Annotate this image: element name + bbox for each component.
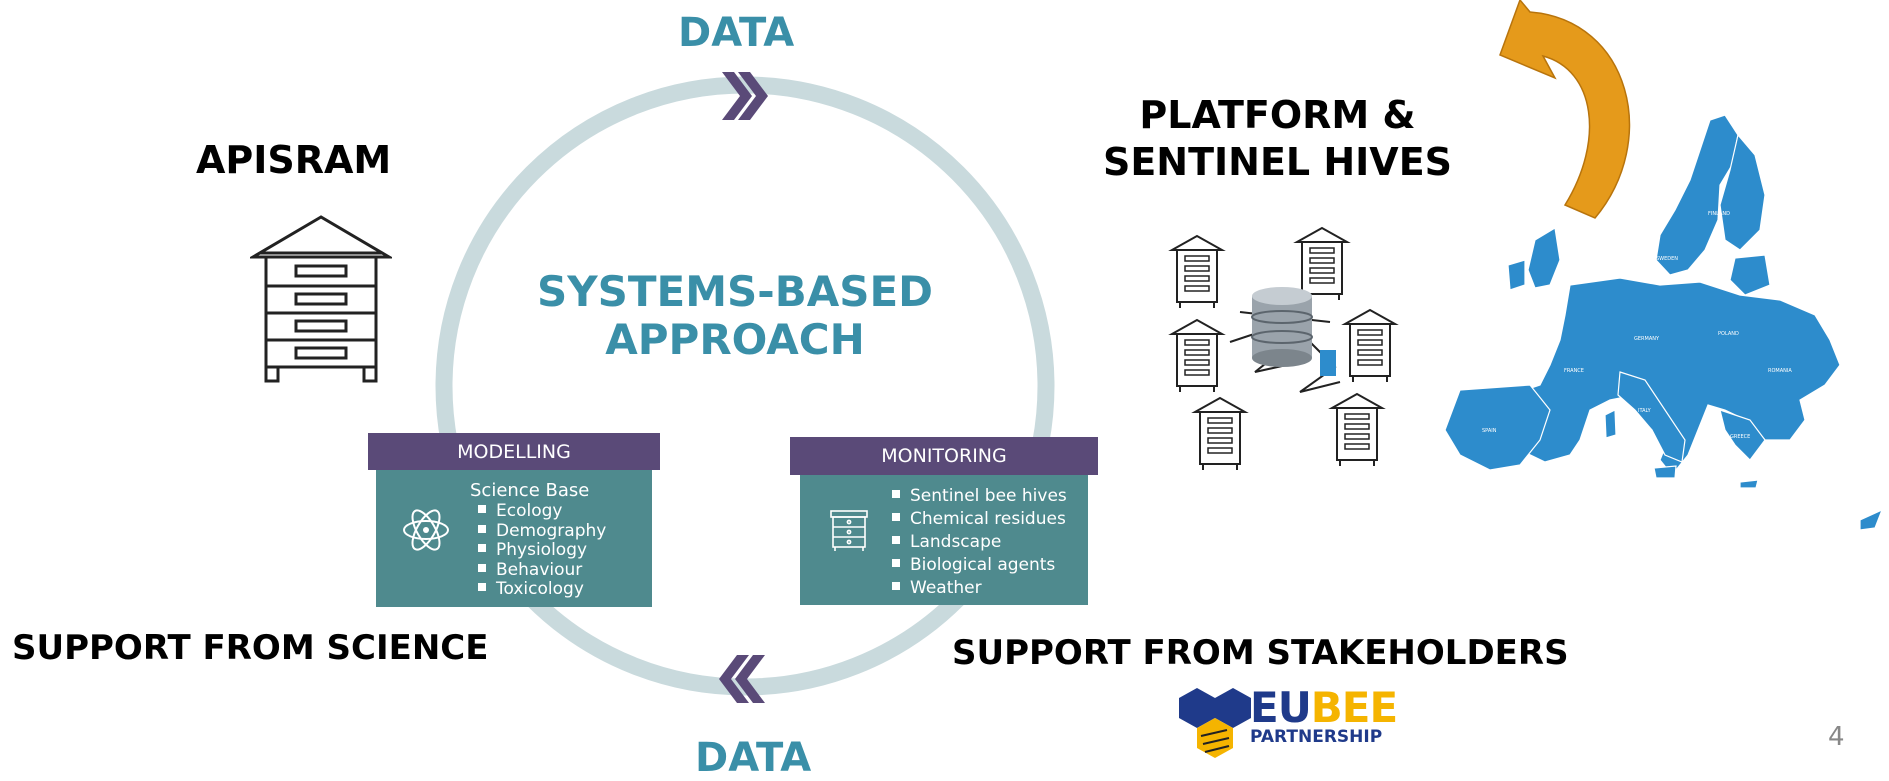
eubee-logo-icon <box>1179 688 1251 758</box>
europe-map: FINLAND SWEDEN POLAND GERMANY FRANCE ROM… <box>1444 114 1884 531</box>
map-label: GERMANY <box>1634 336 1660 342</box>
logo-bee: BEE <box>1310 683 1398 732</box>
logo-wordmark: EUBEE <box>1250 687 1398 729</box>
map-label: FRANCE <box>1564 368 1584 374</box>
map-label: FINLAND <box>1708 211 1730 217</box>
list-item: Toxicology <box>478 579 606 600</box>
sentinel-hives-illustration <box>1171 227 1396 471</box>
curved-arrow-icon <box>1499 0 1631 219</box>
list-item: Weather <box>892 577 1067 600</box>
modelling-title: MODELLING <box>368 433 660 470</box>
monitoring-title: MONITORING <box>790 437 1098 475</box>
eubee-logo: EUBEE PARTNERSHIP <box>1250 687 1398 747</box>
monitoring-list: Sentinel bee hives Chemical residues Lan… <box>892 485 1067 600</box>
atom-icon <box>403 509 449 551</box>
logo-partnership: PARTNERSHIP <box>1250 727 1383 747</box>
map-label: POLAND <box>1718 331 1739 337</box>
modelling-body: Science Base Ecology Demography Physiolo… <box>376 470 652 607</box>
center-title: SYSTEMS-BASED APPROACH <box>520 268 950 364</box>
modelling-list: Ecology Demography Physiology Behaviour … <box>478 501 606 600</box>
list-item: Chemical residues <box>892 508 1067 531</box>
list-item: Physiology <box>478 540 606 561</box>
page-number: 4 <box>1828 722 1845 752</box>
map-label: ROMANIA <box>1768 368 1792 374</box>
center-title-line2: APPROACH <box>605 315 865 364</box>
support-stakeholders-caption: SUPPORT FROM STAKEHOLDERS <box>952 633 1569 673</box>
list-item: Sentinel bee hives <box>892 485 1067 508</box>
support-science-caption: SUPPORT FROM SCIENCE <box>12 628 489 668</box>
list-item: Behaviour <box>478 560 606 581</box>
map-label: SPAIN <box>1482 428 1497 434</box>
modelling-panel: MODELLING Science Base Ecology Demograph… <box>368 433 660 607</box>
map-label: ITALY <box>1638 408 1652 414</box>
logo-eu: EU <box>1250 683 1312 732</box>
platform-title-line2: SENTINEL HIVES <box>1102 140 1453 184</box>
platform-title: PLATFORM & SENTINEL HIVES <box>1080 92 1475 186</box>
list-item: Biological agents <box>892 554 1067 577</box>
apisram-title: APISRAM <box>196 138 392 182</box>
center-title-line1: SYSTEMS-BASED <box>536 267 934 316</box>
data-label-top: DATA <box>678 10 795 56</box>
data-label-bottom: DATA <box>695 735 812 781</box>
map-label: GREECE <box>1730 434 1750 440</box>
list-item: Landscape <box>892 531 1067 554</box>
beehive-icon <box>830 510 868 551</box>
list-item: Ecology <box>478 501 606 522</box>
chevron-right-icon <box>722 72 768 120</box>
monitoring-panel: MONITORING Sentinel bee hives Chemical r… <box>790 437 1098 605</box>
monitoring-body: Sentinel bee hives Chemical residues Lan… <box>800 475 1088 605</box>
modelling-subtitle: Science Base <box>470 480 590 501</box>
list-item: Demography <box>478 521 606 542</box>
map-label: SWEDEN <box>1656 256 1678 262</box>
chevron-left-icon <box>719 655 765 703</box>
database-icon <box>1251 287 1313 367</box>
platform-title-line1: PLATFORM & <box>1139 93 1416 137</box>
beehive-icon <box>250 215 392 383</box>
